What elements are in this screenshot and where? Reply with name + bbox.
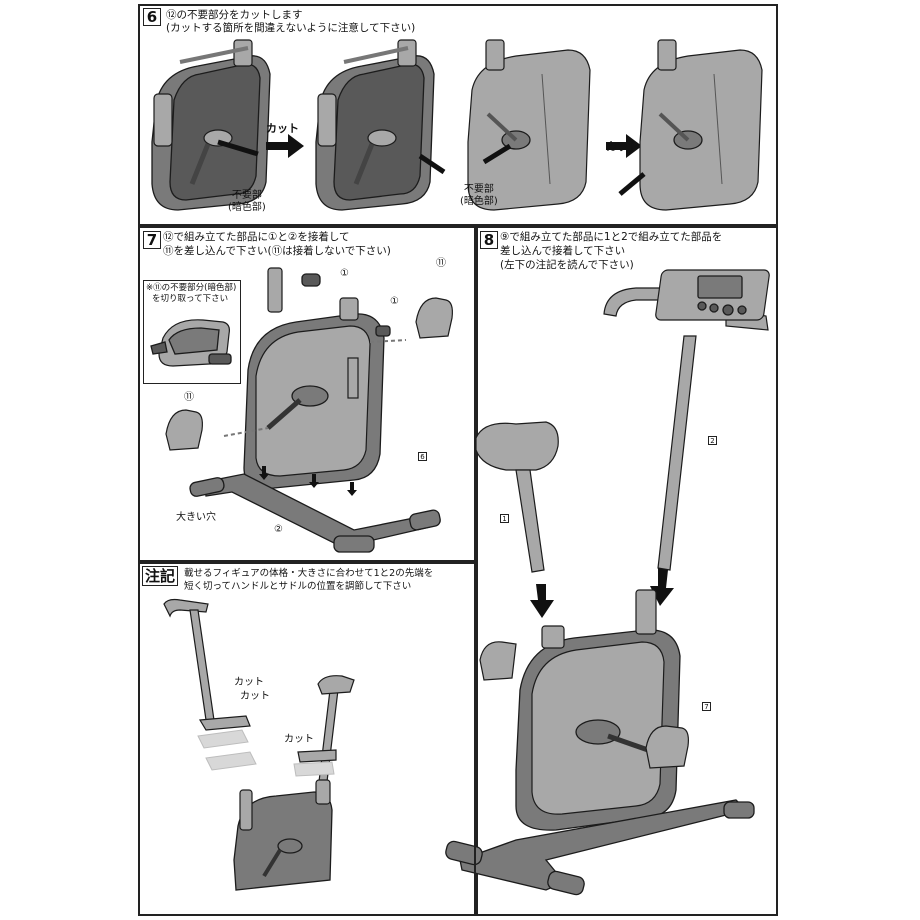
housing-uncut-1 [151, 39, 271, 211]
callout-part-11-right: ⑪ [436, 258, 446, 269]
cut-label-1: カット [266, 122, 299, 135]
note-title: 注記 [142, 566, 179, 586]
step-8-instruction-line2: 差し込んで接着して下さい [500, 245, 626, 257]
tag-part-1: 1 [500, 514, 509, 523]
step-8-panel [476, 226, 778, 916]
pedal-inset-illustration [150, 319, 232, 367]
callout-part-1-top: ① [340, 268, 349, 279]
cut-arrow-2 [606, 134, 642, 158]
handle-post-cut [189, 609, 215, 721]
note-illustration [163, 598, 355, 891]
tag-part-7: 7 [702, 702, 711, 711]
step-8-instruction-line3: (左下の注記を読んで下さい) [500, 259, 634, 271]
callout-part-1-side: ① [390, 296, 399, 307]
unneeded-part-label-1: 不要部 (暗色部) [228, 190, 266, 213]
step-6-instruction-line2: (カットする箇所を間違えないように注意して下さい) [166, 22, 416, 34]
inset-note-line1: ※⑪の不要部分(暗色部) [146, 283, 237, 293]
part-1-knob-side [375, 325, 391, 337]
step-7-instruction-line1: ⑫で組み立てた部品に①と②を接着して [163, 231, 350, 243]
pedal-right [415, 297, 453, 339]
step-6-number: 6 [143, 8, 161, 26]
part-2-base [203, 473, 436, 545]
housing-uncut-2 [467, 39, 591, 211]
cut-label-2: カット [606, 140, 639, 153]
large-hole-label: 大きい穴 [176, 512, 216, 523]
step-8-number: 8 [480, 231, 498, 249]
inset-note-line2: を切り取って下さい [152, 294, 229, 304]
note-line1: 載せるフィギュアの体格・大きさに合わせて1と2の先端を [184, 568, 434, 579]
note-cut-label-2: カット [240, 691, 270, 702]
housing-cut-1 [315, 39, 446, 211]
step-6-illustration [151, 39, 763, 211]
note-line2: 短く切ってハンドルとサドルの位置を調節して下さい [184, 581, 412, 592]
note-cut-label-3: カット [284, 734, 314, 745]
step-7-illustration [165, 267, 453, 553]
step-8-instruction-line1: ⑨で組み立てた部品に1と2で組み立てた部品を [500, 231, 723, 243]
tag-part-2: 2 [708, 436, 717, 445]
part-1-knob-top [301, 273, 321, 287]
step-7-panel [138, 226, 476, 562]
callout-part-2: ② [274, 524, 283, 535]
callout-part-11-left: ⑪ [184, 392, 194, 403]
step-8-illustration [445, 269, 770, 896]
seat [475, 421, 559, 471]
seat-post [515, 469, 545, 573]
note-cut-label-1: カット [234, 677, 264, 688]
housing-cut-2 [618, 39, 763, 211]
step-6-instruction-line1: ⑫の不要部分をカットします [166, 9, 303, 21]
step-6-panel [138, 4, 778, 226]
note-panel [138, 562, 476, 916]
callout-box-part: 6 [418, 452, 427, 461]
pedal-left [165, 409, 203, 451]
cut-arrow-1 [266, 134, 304, 158]
step-7-number: 7 [143, 231, 161, 249]
step-7-instruction-line2: ⑪を差し込んで下さい(⑪は接着しないで下さい) [163, 245, 391, 257]
handle-post [657, 335, 697, 571]
unneeded-part-label-2: 不要部 (暗色部) [460, 184, 498, 207]
